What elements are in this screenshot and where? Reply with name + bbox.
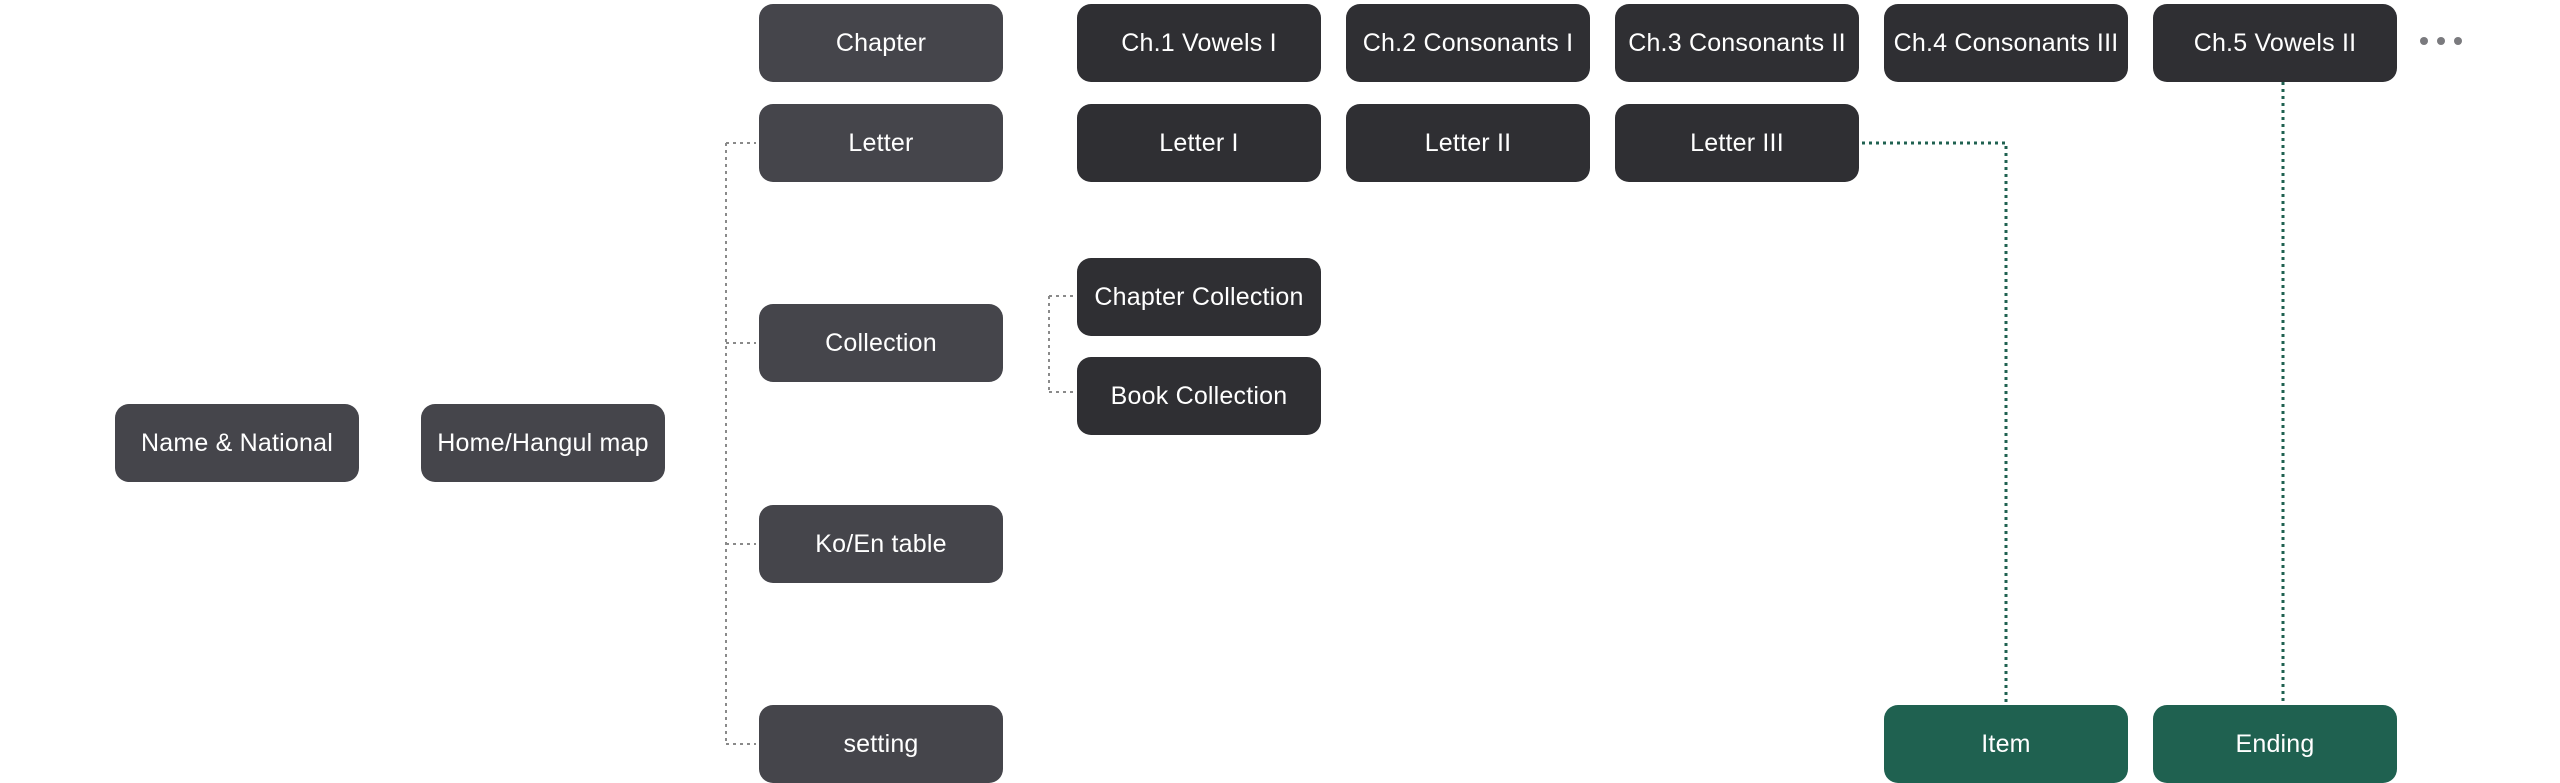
ellipsis-dot (2454, 37, 2462, 45)
ellipsis-icon[interactable] (2420, 37, 2462, 45)
ending-node[interactable]: Ending (2153, 705, 2397, 783)
chapter-node[interactable]: Chapter (759, 4, 1003, 82)
book-collection-node[interactable]: Book Collection (1077, 357, 1321, 435)
chapter-1-node[interactable]: Ch.1 Vowels I (1077, 4, 1321, 82)
collection-node[interactable]: Collection (759, 304, 1003, 382)
setting-node[interactable]: setting (759, 705, 1003, 783)
chapter-3-node[interactable]: Ch.3 Consonants II (1615, 4, 1859, 82)
item-node[interactable]: Item (1884, 705, 2128, 783)
chapter-collection-node[interactable]: Chapter Collection (1077, 258, 1321, 336)
ellipsis-dot (2437, 37, 2445, 45)
ellipsis-dot (2420, 37, 2428, 45)
letter-node[interactable]: Letter (759, 104, 1003, 182)
chapter-4-node[interactable]: Ch.4 Consonants III (1884, 4, 2128, 82)
letter-1-node[interactable]: Letter I (1077, 104, 1321, 182)
chapter-5-node[interactable]: Ch.5 Vowels II (2153, 4, 2397, 82)
home-hangul-map-node[interactable]: Home/Hangul map (421, 404, 665, 482)
green-connectors (1862, 82, 2285, 704)
chapter-2-node[interactable]: Ch.2 Consonants I (1346, 4, 1590, 82)
letter-3-node[interactable]: Letter III (1615, 104, 1859, 182)
collection-tree-connector (1048, 295, 1076, 393)
section-tree-connector (725, 142, 756, 745)
letter-2-node[interactable]: Letter II (1346, 104, 1590, 182)
name-national-node[interactable]: Name & National (115, 404, 359, 482)
ko-en-table-node[interactable]: Ko/En table (759, 505, 1003, 583)
